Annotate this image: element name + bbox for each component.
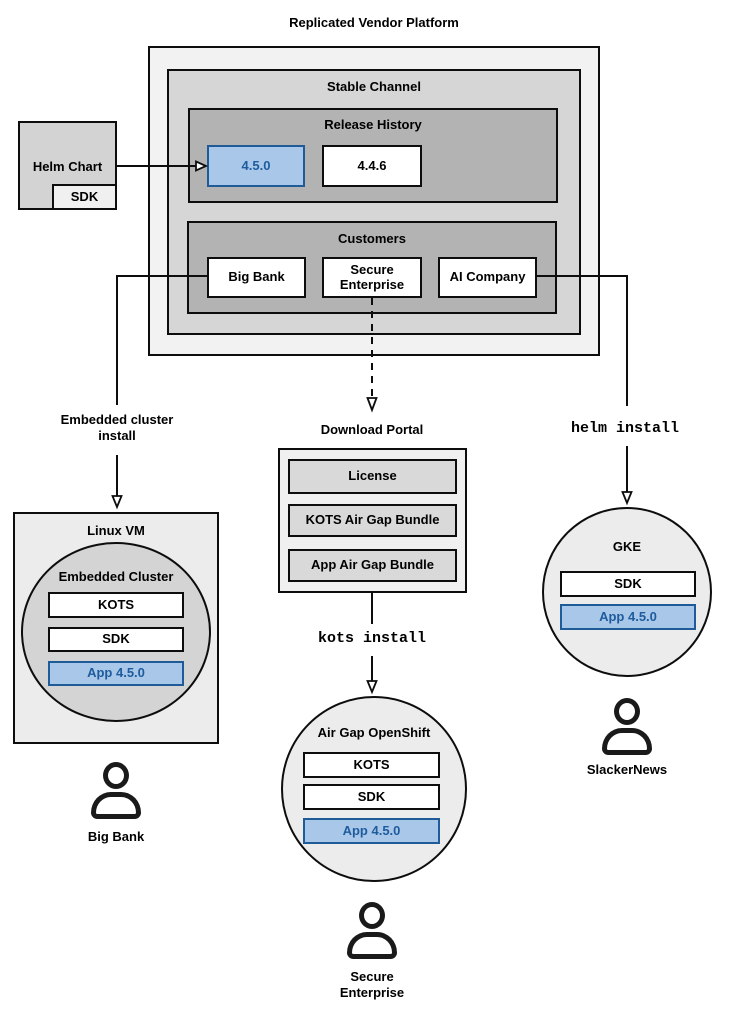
person-head-icon [359, 902, 385, 929]
app-airgap-bundle-box: App Air Gap Bundle [288, 549, 457, 582]
customers-label: Customers [338, 231, 406, 246]
download-portal-label: Download Portal [320, 422, 424, 437]
big-bank-user-label: Big Bank [87, 829, 145, 844]
helm-install-command-label: helm install [570, 420, 680, 437]
embedded-cluster-install-label: Embedded cluster install [60, 412, 174, 443]
person-body-icon [347, 932, 397, 959]
component-box-app: App 4.5.0 [48, 661, 184, 686]
helm-chart-box: Helm Chart SDK [18, 121, 117, 210]
release-history-label: Release History [324, 117, 422, 132]
stable-channel-label: Stable Channel [327, 79, 421, 94]
big-bank-user-icon [88, 762, 144, 820]
helm-sdk-box: SDK [52, 184, 117, 210]
slackernews-user-icon [599, 698, 655, 756]
license-box: License [288, 459, 457, 494]
component-box-kots: KOTS [303, 752, 440, 778]
component-box-kots: KOTS [48, 592, 184, 618]
component-box-sdk: SDK [48, 627, 184, 652]
person-body-icon [91, 792, 141, 819]
diagram-title: Replicated Vendor Platform [289, 15, 459, 30]
secure-enterprise-user-label: Secure Enterprise [339, 969, 405, 1000]
embedded-cluster-label: Embedded Cluster [58, 569, 174, 584]
component-box-sdk: SDK [560, 571, 696, 597]
customer-box-secure-enterprise: Secure Enterprise [322, 257, 422, 298]
download-portal-box: License KOTS Air Gap Bundle App Air Gap … [278, 448, 467, 593]
release-box-446: 4.4.6 [322, 145, 422, 187]
secure-enterprise-user-icon [344, 902, 400, 960]
linux-vm-label: Linux VM [87, 523, 145, 538]
person-head-icon [614, 698, 640, 725]
person-head-icon [103, 762, 129, 789]
kots-airgap-bundle-box: KOTS Air Gap Bundle [288, 504, 457, 537]
gke-label: GKE [612, 539, 642, 554]
helm-chart-label: Helm Chart [32, 159, 103, 174]
component-box-app: App 4.5.0 [560, 604, 696, 630]
kots-install-command-label: kots install [317, 630, 427, 647]
customer-box-big-bank: Big Bank [207, 257, 306, 298]
airgap-openshift-label: Air Gap OpenShift [317, 725, 431, 740]
component-box-app: App 4.5.0 [303, 818, 440, 844]
slackernews-user-label: SlackerNews [586, 762, 668, 777]
component-box-sdk: SDK [303, 784, 440, 810]
person-body-icon [602, 728, 652, 755]
customer-box-ai-company: AI Company [438, 257, 537, 298]
release-box-450: 4.5.0 [207, 145, 305, 187]
